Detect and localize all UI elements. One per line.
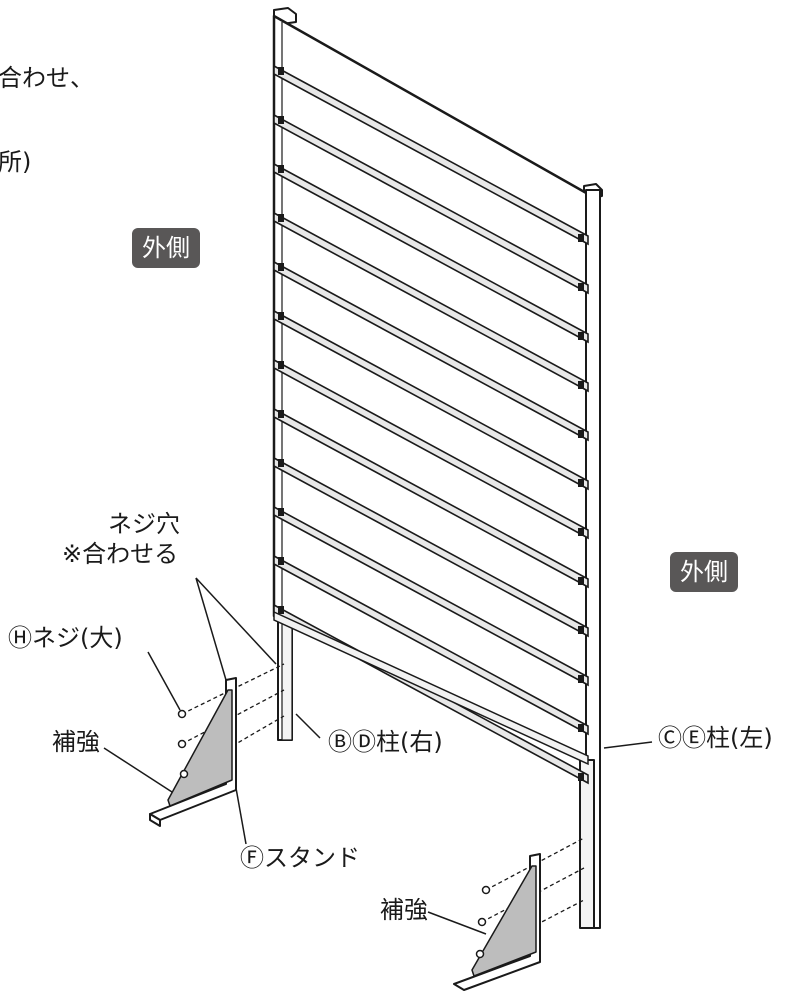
instruction-line-1: 合わせ、	[0, 64, 94, 92]
slat-slot-right	[578, 724, 584, 732]
slat-slot-right	[578, 381, 584, 389]
slat-gap	[273, 211, 589, 393]
slat-slot-left	[278, 116, 284, 124]
slat-slot-left	[278, 361, 284, 369]
slat-slot-left	[278, 67, 284, 75]
screw-large-label: Ⓗネジ(大)	[8, 624, 123, 652]
slat-slot-right	[578, 234, 584, 242]
slat-gap	[273, 113, 589, 295]
outside-badge-upper: 外側	[132, 228, 200, 268]
slat-gap	[273, 554, 589, 736]
slat-gap	[273, 309, 589, 491]
slat-gap	[273, 64, 589, 246]
reinforcement-label-bottom: 補強	[380, 896, 428, 924]
post-right-label: ⒷⒹ柱(右)	[328, 728, 443, 756]
slat-slot-left	[278, 410, 284, 418]
align-note-label: ※合わせる	[62, 540, 179, 568]
slat-slot-left	[278, 557, 284, 565]
slat-gap	[273, 260, 589, 442]
slat-slot-right	[578, 479, 584, 487]
slat-slot-right	[578, 773, 584, 781]
slat-slot-right	[578, 626, 584, 634]
slat-gap	[273, 456, 589, 638]
slat-slot-right	[578, 577, 584, 585]
slat-gap	[273, 407, 589, 589]
outside-badge-right: 外側	[670, 552, 738, 592]
slat-slot-left	[278, 312, 284, 320]
slat-gap	[273, 505, 589, 687]
screw-holes-label: ネジ穴	[108, 510, 180, 538]
slat-slot-right	[578, 430, 584, 438]
slat-slot-left	[278, 606, 284, 614]
slat-slot-right	[578, 528, 584, 536]
slat-slot-left	[278, 214, 284, 222]
slat-slot-left	[278, 165, 284, 173]
slat-slot-right	[578, 283, 584, 291]
slat-slot-left	[278, 263, 284, 271]
stand-label: Ⓕスタンド	[240, 844, 360, 872]
slat-slot-left	[278, 459, 284, 467]
instruction-line-2: 所)	[0, 148, 32, 176]
slat-slot-left	[278, 508, 284, 516]
slat-slot-right	[578, 332, 584, 340]
slat-gap	[273, 358, 589, 540]
slat-slot-right	[578, 675, 584, 683]
slat-gap	[273, 162, 589, 344]
post-left-label: ⒸⒺ柱(左)	[658, 724, 773, 752]
reinforcement-label-left: 補強	[52, 728, 100, 756]
